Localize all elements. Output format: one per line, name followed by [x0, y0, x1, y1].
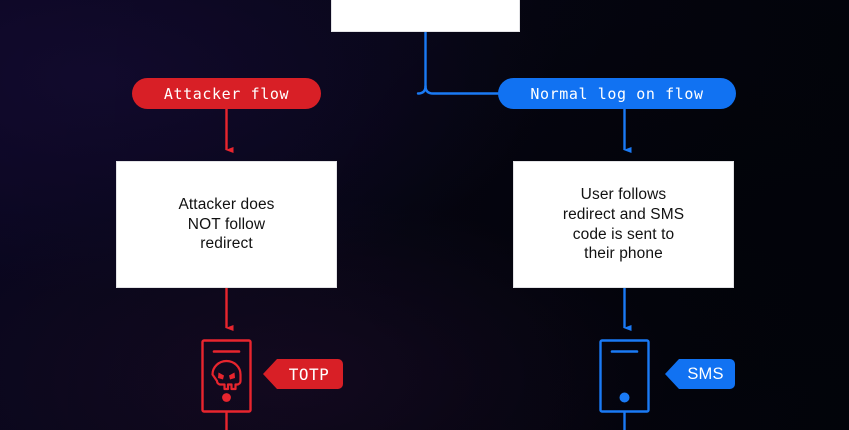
line: code is sent to — [572, 225, 675, 243]
attacker-process-box: Attacker does NOT follow redirect — [116, 161, 337, 288]
normal-process-text: User follows redirect and SMS code is se… — [563, 185, 684, 264]
normal-flow-label: Normal log on flow — [530, 84, 704, 103]
totp-label: TOTP — [288, 364, 330, 384]
line: User follows — [580, 185, 667, 203]
line: Attacker does — [178, 195, 275, 213]
line: redirect and SMS — [562, 205, 685, 223]
normal-flow-pill[interactable]: Normal log on flow — [498, 78, 736, 109]
sms-label: SMS — [687, 364, 724, 383]
attacker-flow-pill[interactable]: Attacker flow — [132, 78, 321, 109]
phone-icon — [599, 339, 650, 413]
top-process-box — [331, 0, 520, 32]
totp-tag: TOTP — [263, 359, 343, 389]
normal-process-box: User follows redirect and SMS code is se… — [513, 161, 734, 288]
phone-skull-icon — [201, 339, 252, 413]
attacker-process-text: Attacker does NOT follow redirect — [178, 195, 274, 254]
wire-top-trunk-right — [424, 84, 502, 95]
attacker-flow-label: Attacker flow — [163, 84, 290, 103]
wire-top-trunk — [416, 30, 427, 95]
line: NOT follow — [187, 215, 266, 233]
line: their phone — [584, 245, 663, 263]
sms-tag: SMS — [665, 359, 735, 389]
line: redirect — [200, 235, 253, 253]
